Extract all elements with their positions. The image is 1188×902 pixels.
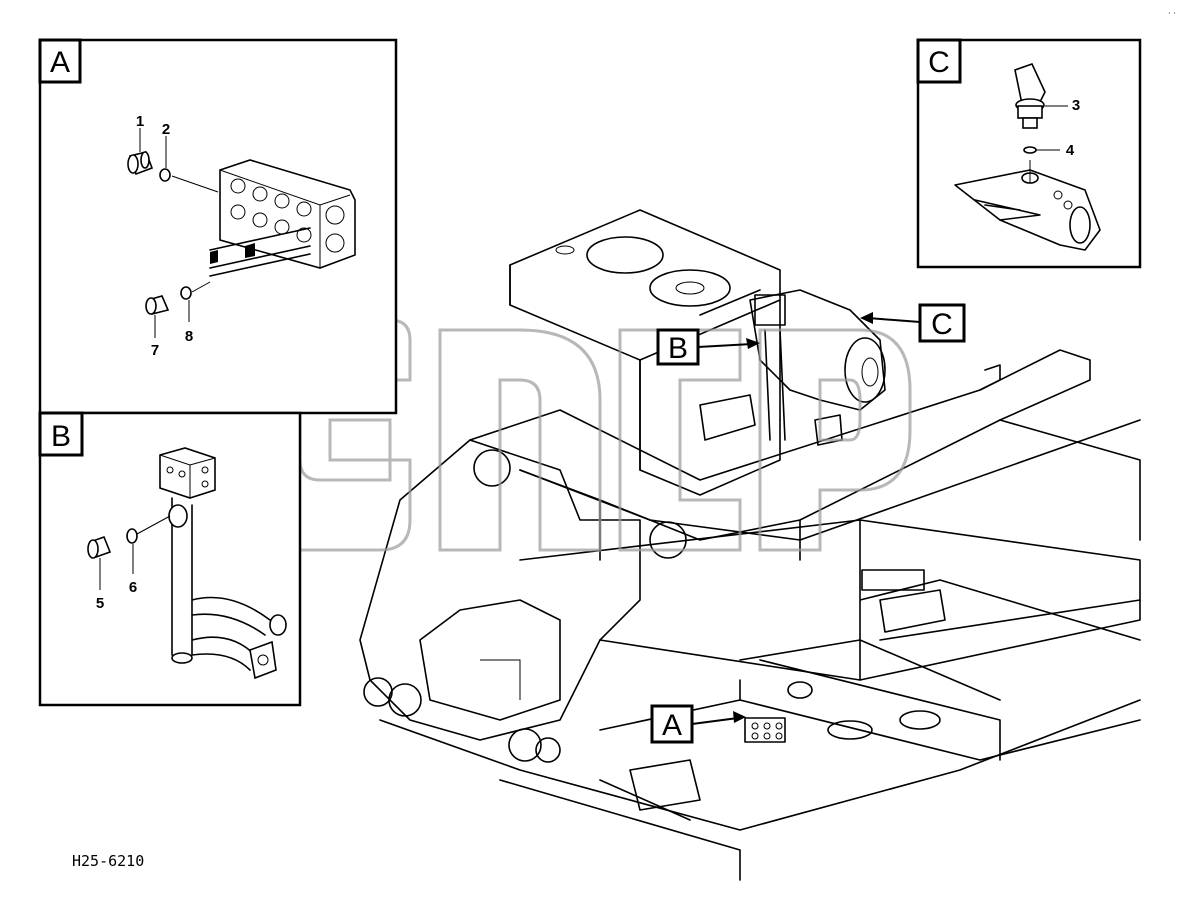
svg-text:4: 4 <box>1066 142 1075 159</box>
detail-view-a: A 1 2 7 8 <box>38 38 398 415</box>
svg-text:5: 5 <box>96 595 104 612</box>
svg-text:B: B <box>51 420 71 453</box>
svg-text:C: C <box>931 308 953 341</box>
svg-text:A: A <box>50 46 70 79</box>
main-callout-b: B <box>656 328 760 366</box>
svg-text:8: 8 <box>185 328 193 345</box>
svg-text:7: 7 <box>151 342 159 359</box>
detail-view-c: C 3 4 <box>916 38 1142 269</box>
svg-text:6: 6 <box>129 579 137 596</box>
svg-text:C: C <box>928 46 950 79</box>
drawing-code: H25-6210 <box>72 852 144 870</box>
corner-mark: · · <box>1168 9 1176 18</box>
svg-text:A: A <box>662 709 682 742</box>
main-callout-c: C <box>860 303 966 343</box>
machine-frame-drawing <box>359 209 1141 881</box>
svg-text:3: 3 <box>1072 97 1080 114</box>
svg-text:B: B <box>668 332 688 365</box>
svg-text:1: 1 <box>136 113 144 130</box>
main-callout-a: A <box>650 704 746 744</box>
svg-text:2: 2 <box>162 121 170 138</box>
detail-view-b: B 5 6 <box>38 411 302 707</box>
